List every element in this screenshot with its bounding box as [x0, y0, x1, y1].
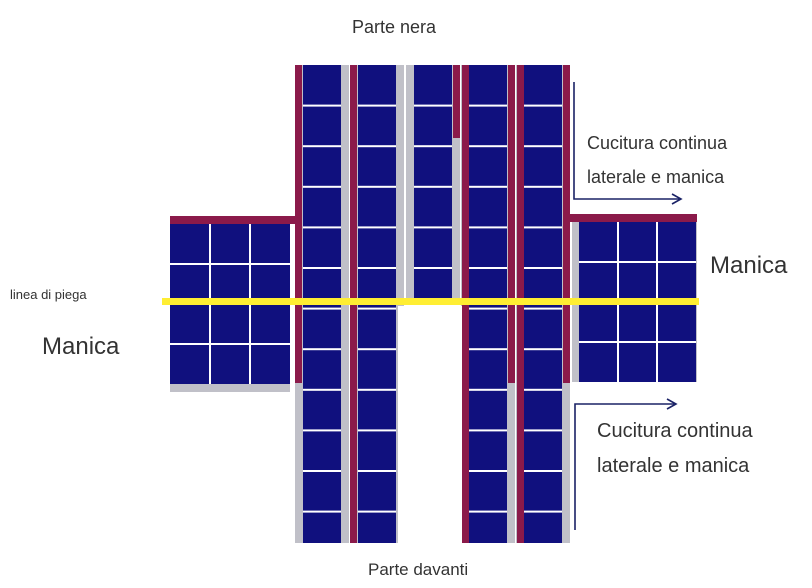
strip-1-grid-line — [303, 104, 341, 107]
strip-4-grid-line — [469, 145, 507, 148]
fold-line-label: linea di piega — [10, 287, 87, 302]
strip-3-seam-edge — [453, 65, 460, 138]
strip-2-grid-line — [358, 429, 396, 432]
bottom-label: Parte davanti — [368, 560, 469, 579]
strip-5-grid-line — [524, 348, 562, 351]
strip-2-grid-line — [358, 145, 396, 148]
seam-upper-label-line1: Cucitura continua — [587, 133, 728, 153]
strip-4-grid-line — [469, 185, 507, 188]
strip-5-grid-line — [524, 470, 562, 472]
strip-4-grid-line — [469, 429, 507, 432]
seam-lower-label-line2: laterale e manica — [597, 455, 750, 477]
strip-4-grid-line — [469, 226, 507, 229]
strip-5-grid-line — [524, 145, 562, 148]
strip-5-grid-line — [524, 104, 562, 107]
body-strips — [295, 65, 570, 546]
strip-1-grid-line — [303, 348, 341, 351]
sleeve-right-seam-edge — [570, 214, 697, 222]
strip-2-grid-line — [358, 307, 396, 310]
strip-2-grid-line — [358, 185, 396, 188]
strip-4-grid-line — [469, 510, 507, 513]
strip-5-grid-line — [524, 226, 562, 229]
seam-upper-label-line2: laterale e manica — [587, 167, 725, 187]
strip-3-grid-line — [414, 185, 452, 188]
top-label: Parte nera — [352, 17, 437, 37]
sleeve-right-cell-grid-h — [579, 341, 696, 343]
strip-5-grid-line — [524, 388, 562, 391]
strip-5-grid-line — [524, 429, 562, 432]
strip-4-grid-line — [469, 470, 507, 472]
strip-4-grid-line — [469, 267, 507, 269]
strip-4-grid-line — [469, 104, 507, 107]
strip-1-grid-line — [303, 470, 341, 472]
sleeve-right-label: Manica — [710, 252, 788, 279]
body-right-seam-edge — [563, 65, 570, 383]
strip-3-fill — [414, 65, 452, 298]
strip-1-grid-line — [303, 145, 341, 148]
seam-lower-label-line1: Cucitura continua — [597, 420, 753, 442]
strip-1-grid-line — [303, 388, 341, 391]
seam-arrow-upper — [573, 82, 683, 205]
sleeve-left-seam-edge — [170, 216, 298, 224]
strip-3-grid-line — [414, 145, 452, 148]
strip-2-grid-line — [358, 388, 396, 391]
strip-2-grid-line — [358, 104, 396, 107]
strip-1-grid-line — [303, 510, 341, 513]
sleeve-right-cell-grid-h — [579, 261, 696, 263]
strip-5-grid-line — [524, 185, 562, 188]
strip-1-grid-line — [303, 226, 341, 229]
strip-5-grid-line — [524, 510, 562, 513]
sleeve-left-cell-grid-h — [170, 263, 290, 265]
sleeve-left — [170, 216, 298, 392]
fold-line — [162, 298, 699, 305]
strip-2-grid-line — [358, 348, 396, 351]
strip-3-grid-line — [414, 104, 452, 107]
strip-1-grid-line — [303, 429, 341, 432]
strip-1-grid-line — [303, 307, 341, 310]
strip-4-grid-line — [469, 388, 507, 391]
strip-2-grid-line — [358, 267, 396, 269]
strip-5-grid-line — [524, 267, 562, 269]
strip-4-grid-line — [469, 348, 507, 351]
front-opening — [398, 306, 462, 546]
sleeve-left-label: Manica — [42, 333, 120, 360]
strip-3-grid-line — [414, 226, 452, 229]
strip-2-grid-line — [358, 470, 396, 472]
sleeve-left-cell-grid-h — [170, 343, 290, 345]
strip-4-grid-line — [469, 307, 507, 310]
strip-3-grid-line — [414, 267, 452, 269]
body-left-seam-edge — [295, 65, 302, 383]
strip-5-grid-line — [524, 307, 562, 310]
strip-2-grid-line — [358, 510, 396, 513]
strip-1-grid-line — [303, 185, 341, 188]
strip-4-seam-edge — [508, 65, 515, 383]
strip-2-grid-line — [358, 226, 396, 229]
seam-arrow-lower — [574, 398, 678, 530]
strip-1-grid-line — [303, 267, 341, 269]
